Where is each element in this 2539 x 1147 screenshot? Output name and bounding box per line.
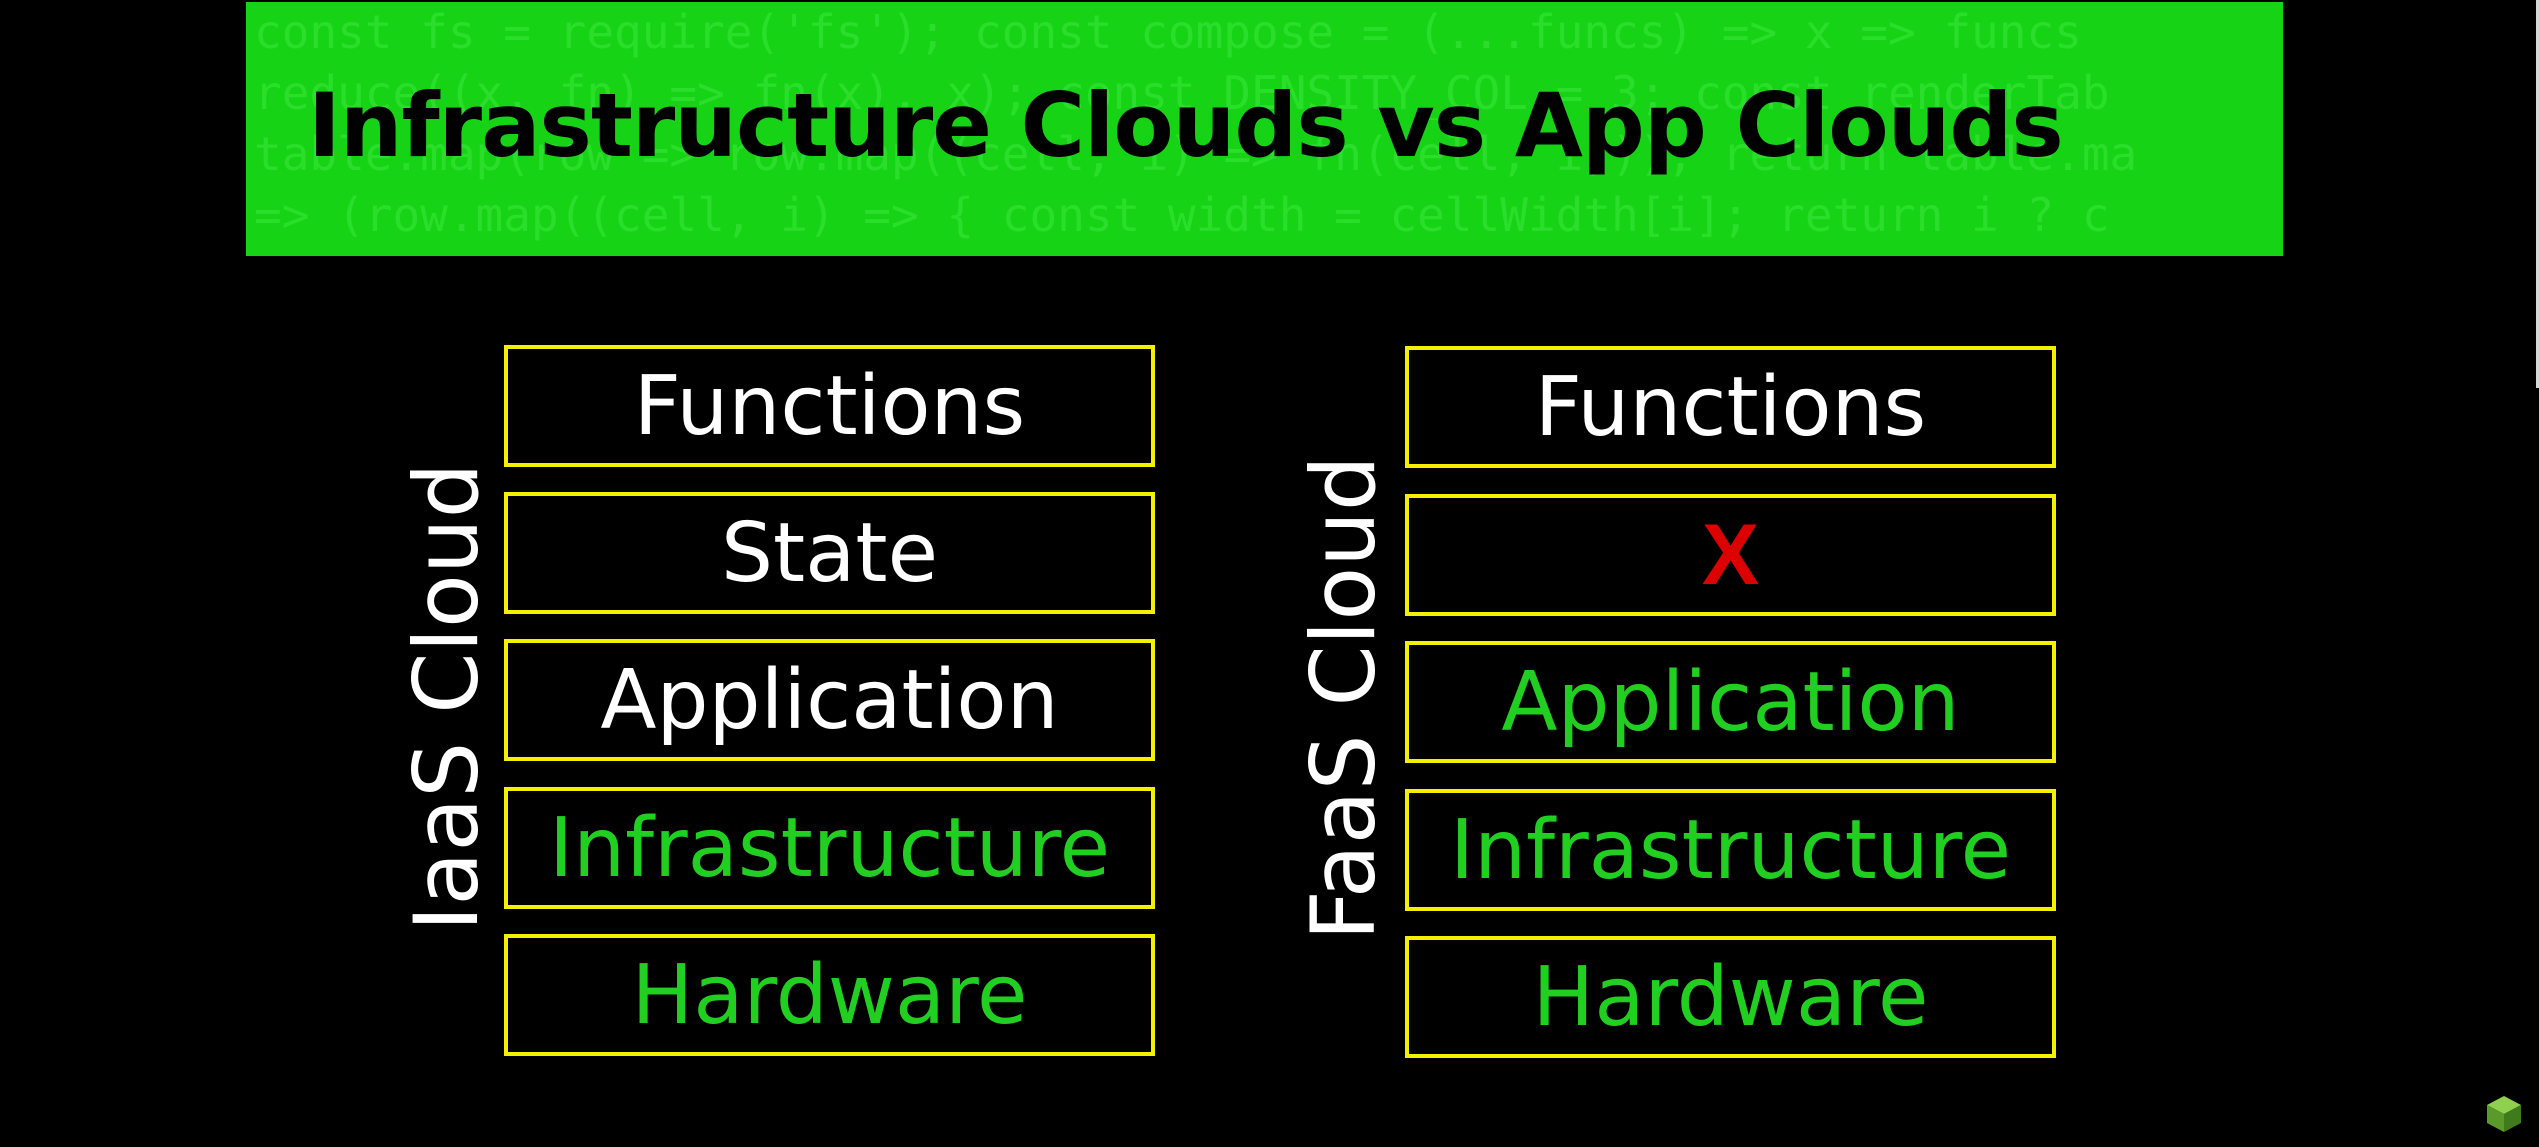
- layer-label: State: [720, 505, 939, 601]
- layer-label: Infrastructure: [1449, 802, 2012, 898]
- code-line: const fs = require('fs'); const compose …: [254, 5, 2082, 59]
- iaas-layer-infrastructure: Infrastructure: [504, 787, 1155, 909]
- faas-layer-state-missing: X: [1405, 494, 2056, 616]
- faas-layer-application: Application: [1405, 641, 2056, 763]
- slide-title: Infrastructure Clouds vs App Clouds: [308, 74, 2064, 177]
- layer-label: Functions: [1534, 359, 1927, 455]
- iaas-layer-hardware: Hardware: [504, 934, 1155, 1056]
- faas-stack-label: FaaS Cloud: [1292, 455, 1395, 941]
- code-line: table.map(row => row.map((cell, i) => fn…: [254, 127, 2138, 181]
- scrollbar-edge: [2536, 0, 2539, 388]
- layer-label: Infrastructure: [548, 800, 1111, 896]
- cube-icon: [2487, 1096, 2521, 1132]
- layer-label: Application: [1501, 654, 1960, 750]
- title-banner: const fs = require('fs'); const compose …: [246, 2, 2283, 256]
- missing-x-icon: X: [1701, 506, 1760, 603]
- iaas-layer-state: State: [504, 492, 1155, 614]
- layer-label: Functions: [633, 358, 1026, 454]
- layer-label: Hardware: [1532, 949, 1929, 1045]
- faas-layer-hardware: Hardware: [1405, 936, 2056, 1058]
- background-code: const fs = require('fs'); const compose …: [254, 2, 2137, 246]
- iaas-layer-application: Application: [504, 639, 1155, 761]
- layer-label: Hardware: [631, 947, 1028, 1043]
- iaas-stack-label: IaaS Cloud: [395, 462, 498, 932]
- iaas-layer-functions: Functions: [504, 345, 1155, 467]
- layer-label: Application: [600, 652, 1059, 748]
- code-line: => (row.map((cell, i) => { const width =…: [254, 188, 2110, 242]
- code-line: reduce((x, fn) => fn(x), x); const DENSI…: [254, 66, 2110, 120]
- faas-layer-infrastructure: Infrastructure: [1405, 789, 2056, 911]
- faas-layer-functions: Functions: [1405, 346, 2056, 468]
